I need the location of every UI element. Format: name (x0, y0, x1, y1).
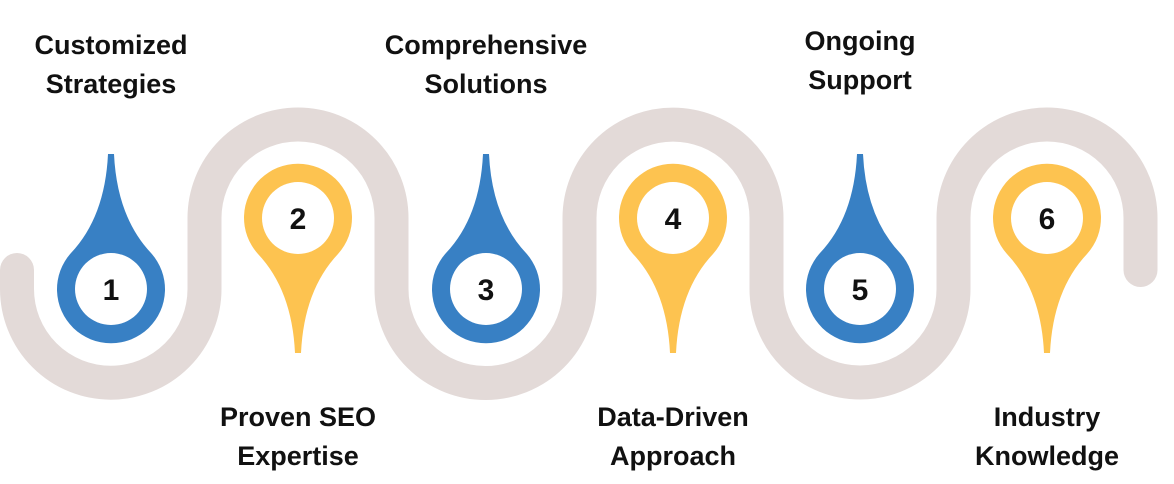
pin-inner-circle (75, 253, 147, 325)
step-number: 3 (478, 274, 495, 307)
step-label-line1: Customized (34, 30, 188, 60)
pin-step-5: 5 (806, 154, 914, 344)
pin-inner-circle (637, 182, 709, 254)
step-label-2: Proven SEO Expertise (168, 398, 428, 476)
step-label-line2: Expertise (237, 441, 359, 471)
step-number: 4 (665, 203, 682, 236)
step-number: 2 (290, 203, 307, 236)
pin-step-6: 6 (993, 163, 1101, 353)
step-number: 5 (852, 274, 869, 307)
pin-step-1: 1 (57, 154, 166, 344)
step-label-line1: Industry (993, 402, 1101, 432)
pin-inner-circle (450, 253, 522, 325)
step-label-line2: Solutions (424, 69, 548, 99)
winding-track (0, 107, 1158, 400)
step-label-line1: Data-Driven (597, 402, 749, 432)
step-label-line2: Strategies (45, 69, 177, 99)
step-label-line1: Comprehensive (384, 30, 588, 60)
step-label-line1: Ongoing (804, 26, 916, 56)
step-label-line1: Proven SEO (219, 402, 377, 432)
step-number: 6 (1039, 203, 1056, 236)
step-number: 1 (103, 274, 120, 307)
pin-step-3: 3 (432, 154, 540, 344)
step-label-line2: Approach (609, 441, 736, 471)
pin-inner-circle (824, 253, 896, 325)
pin-inner-circle (1011, 182, 1083, 254)
pin-step-4: 4 (619, 163, 727, 353)
step-label-line2: Knowledge (974, 441, 1119, 471)
pin-step-2: 2 (244, 163, 352, 353)
pin-inner-circle (262, 182, 334, 254)
step-label-line2: Support (808, 65, 912, 95)
